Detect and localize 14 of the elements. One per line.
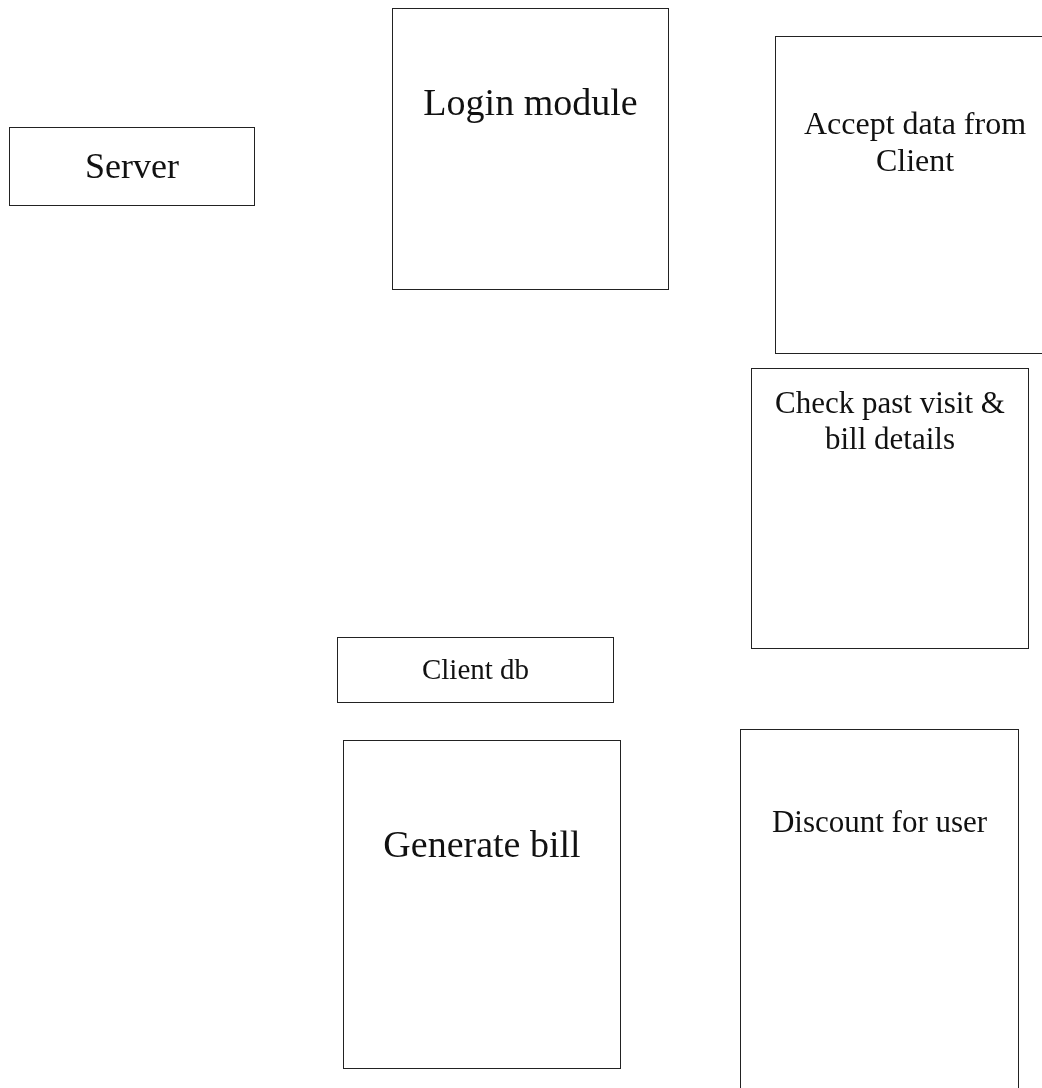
box-label: Generate bill bbox=[383, 823, 581, 867]
box-label: Client db bbox=[421, 653, 530, 687]
box-label: Server bbox=[85, 145, 179, 188]
process-box bbox=[343, 740, 621, 1069]
process-box bbox=[740, 729, 1019, 1088]
process-box bbox=[9, 127, 255, 206]
box-label: Discount for user bbox=[771, 804, 988, 840]
process-box bbox=[337, 637, 614, 703]
process-box bbox=[751, 368, 1029, 649]
process-box bbox=[392, 8, 669, 290]
box-label: Accept data from Client bbox=[802, 105, 1028, 179]
box-label: Login module bbox=[423, 81, 638, 125]
box-label: Check past visit & bill details bbox=[774, 385, 1006, 457]
process-box bbox=[775, 36, 1042, 354]
